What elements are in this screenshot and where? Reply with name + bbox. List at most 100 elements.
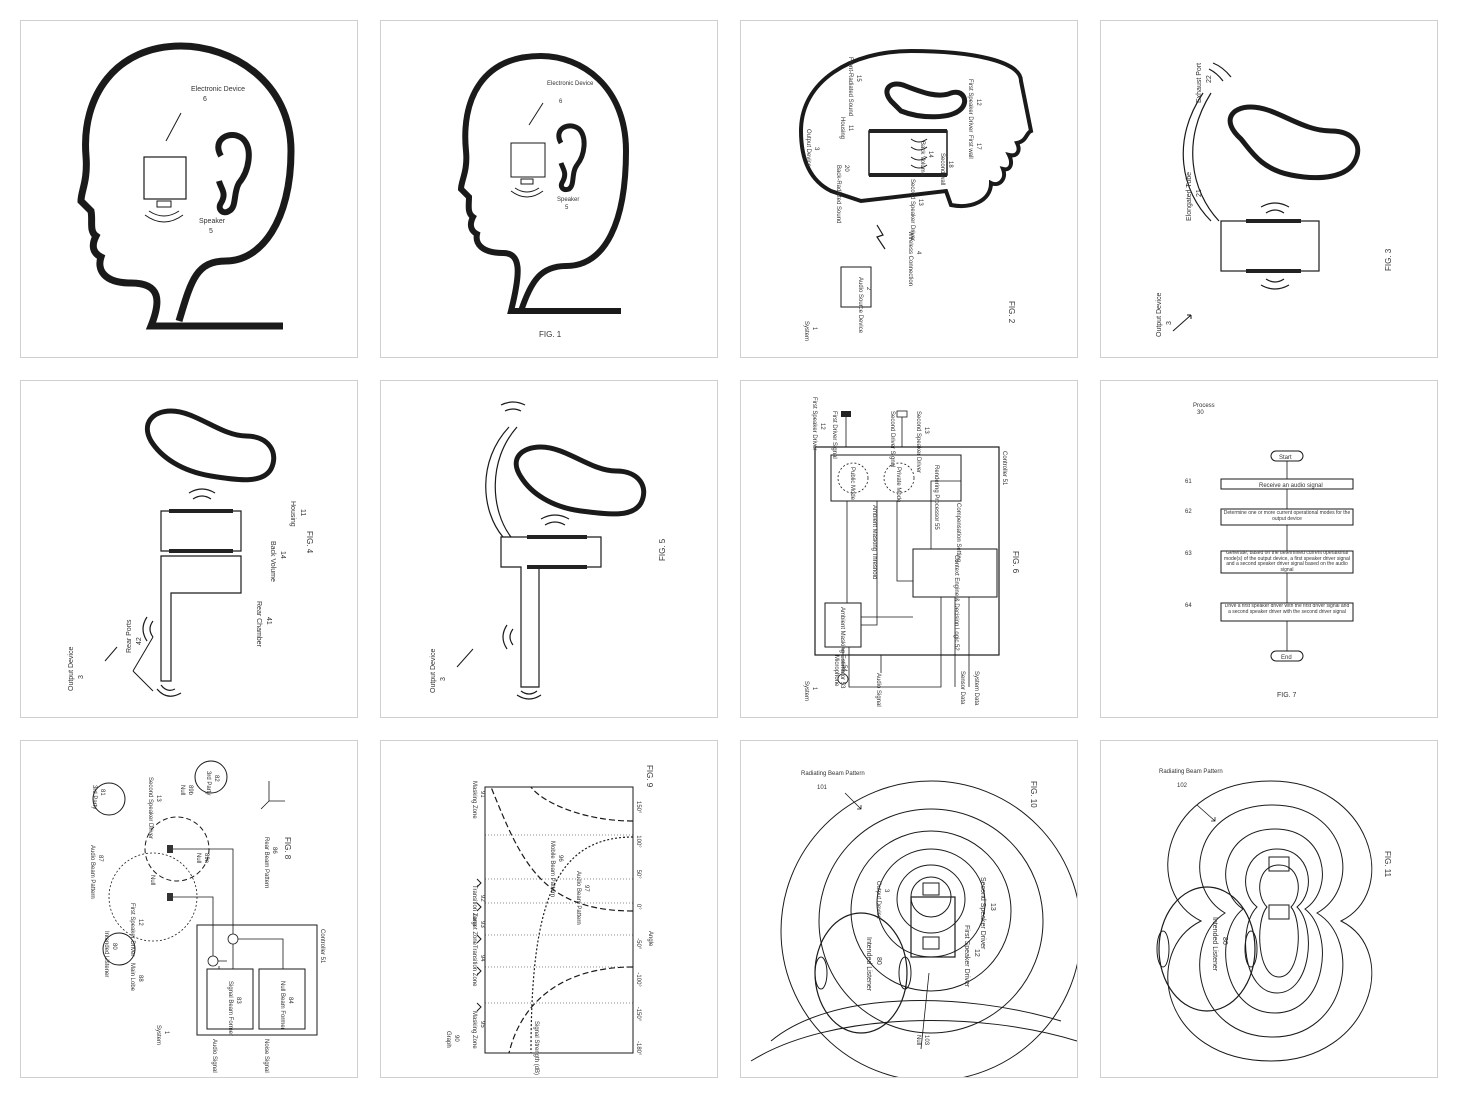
first-driver-label: First Speaker Driver (129, 903, 135, 956)
fig9-x-tick: -180° (635, 1041, 641, 1056)
output-num: 3 (1166, 321, 1173, 325)
fig-label: FIG. 10 (1029, 781, 1038, 808)
second-num: 13 (155, 795, 161, 802)
fig7-drawing: Process 30 Start 61 Receive an audio sig… (1185, 403, 1354, 699)
back-vol-num: 14 (279, 551, 286, 559)
device-label: Electronic Device (547, 81, 594, 87)
back-vol-num: 14 (927, 151, 933, 158)
s64-num: 64 (1185, 603, 1192, 609)
ambient-threshold-label: Ambient Masking Threshold (871, 505, 877, 579)
fig6-drawing: First Speaker Driver 12 First Driver Sig… (803, 397, 1020, 707)
null-a-num: 89a (203, 853, 209, 864)
null-a-label: Null (195, 853, 201, 863)
process-num: 30 (1197, 410, 1204, 416)
end-label: End (1281, 655, 1292, 661)
fig9-x-tick: 0° (635, 904, 641, 910)
first-num: 12 (975, 99, 981, 106)
fig-label: FIG. 8 (283, 837, 292, 860)
figure-tile-fig10[interactable]: Radiating Beam Pattern 101 Output Device… (740, 740, 1078, 1078)
first-driver-label: First Speaker Driver (967, 79, 973, 132)
compensator-label: Compensation Setting (955, 503, 961, 562)
fig-label: FIG. 5 (658, 538, 667, 561)
audio-num: 97 (583, 885, 589, 892)
figure-tile-fig6[interactable]: First Speaker Driver 12 First Driver Sig… (740, 380, 1078, 718)
figure-tile-fig5[interactable]: Output Device 3 FIG. 5 (380, 380, 718, 718)
output-num: 3 (78, 675, 85, 679)
head-device-drawing: Electronic Device 6 Speaker 5 (77, 42, 295, 330)
ambient-estimator-label: Ambient Masking Estimator 53 (839, 607, 845, 689)
figure-tile-fig1[interactable]: Electronic Device 6 Speaker 5 FIG. 1 (380, 20, 718, 358)
noise-signal-label: Noise Signal (263, 1039, 269, 1073)
second-num: 13 (923, 427, 929, 434)
back-volume-label: Back Volume (269, 541, 276, 582)
figure-tile-fig8[interactable]: 3rd Party 81 3rd Party 82 Second Speaker… (20, 740, 358, 1078)
figure-tile-fig4[interactable]: Housing 11 Back Volume 14 Rear Chamber 4… (20, 380, 358, 718)
housing-label: Housing (289, 501, 296, 527)
step1-label: Receive an audio signal (1259, 483, 1323, 489)
rear-chamber-label: Rear Chamber (255, 601, 262, 648)
fig4-drawing: Housing 11 Back Volume 14 Rear Chamber 4… (68, 408, 314, 697)
masking-zone-label: Masking Zone (471, 781, 477, 819)
intended-num: 80 (111, 943, 117, 950)
second-num: 13 (917, 199, 923, 206)
private-mode-label: Private Mode (895, 467, 901, 503)
fig-label: FIG. 11 (1383, 851, 1392, 878)
beam-num: 87 (97, 855, 103, 862)
null-b-num: 89b (187, 785, 193, 796)
masking2-label: Masking Zone (471, 1011, 477, 1049)
user-data-label: System Data (973, 671, 979, 706)
figure-tile-fig11[interactable]: Radiating Beam Pattern 102 Intended List… (1100, 740, 1438, 1078)
second-driver-label: Second Speaker Driver (909, 179, 915, 241)
main-lobe-label: Main Lobe (129, 963, 135, 992)
signal-strength-label: Signal Strength (dB) (533, 1021, 539, 1075)
device-num: 6 (559, 99, 563, 105)
housing-label: Housing (839, 117, 845, 139)
rendering-label: Rendering Processor 55 (933, 465, 939, 530)
front-num: 15 (855, 75, 861, 82)
fig9-x-tick: 100° (635, 835, 641, 848)
system-num: 1 (163, 1031, 169, 1035)
wireless-label: Wireless Connection (907, 231, 913, 286)
figure-tile-fig7[interactable]: Process 30 Start 61 Receive an audio sig… (1100, 380, 1438, 718)
back-num: 20 (843, 165, 849, 172)
transition2-num: 94 (479, 955, 485, 962)
system-label: System (803, 681, 809, 701)
second-signal-label: Second Driver Signal (889, 411, 895, 467)
fig9-x-tick-label: 100° (635, 835, 641, 848)
figure-tile-fig3[interactable]: Exhaust Port 22 Elongated Tube 21 Output… (1100, 20, 1438, 358)
second-driver-label: Second Speaker Driver (979, 877, 986, 950)
source-label: Audio Source Device (857, 277, 863, 334)
rear-beam-label: Rear Beam Pattern (263, 837, 269, 888)
figure-tile-fig2[interactable]: Output Device 3 Front-Radiated Sound 15 … (740, 20, 1078, 358)
rear-num: 86 (271, 847, 277, 854)
fig-label: FIG. 2 (1007, 301, 1016, 324)
output-label: Output Device (68, 647, 75, 691)
fig9-x-tick: -150° (635, 1007, 641, 1022)
s62-num: 62 (1185, 509, 1192, 515)
step4-label: Drive a first speaker driver with the fi… (1224, 604, 1350, 615)
first-num: 12 (819, 423, 825, 430)
fig9-x-tick-label: -150° (635, 1007, 641, 1022)
signal-former-label: Signal Beam Former (227, 981, 233, 1036)
third2-num: 82 (213, 775, 219, 782)
first-num: 12 (973, 949, 980, 957)
public-mode-label: Public Mode (849, 467, 855, 501)
fig9-x-tick-label: 0° (635, 904, 641, 910)
figure-tile-fig9[interactable]: Masking Zone 91 Transition Zone 92 Targe… (380, 740, 718, 1078)
first-driver-label: First Speaker Driver (811, 397, 817, 450)
fig9-x-tick: 150° (635, 801, 641, 814)
figure-tile-head-device[interactable]: Electronic Device 6 Speaker 5 (20, 20, 358, 358)
first-wall-label: First wall (967, 135, 973, 159)
radiating-label: Radiating Beam Pattern (801, 771, 865, 777)
microphone-label: Microphone (833, 655, 839, 687)
controller-label: Controller 51 (1001, 451, 1007, 486)
system-num: 1 (811, 327, 817, 331)
output-label: Output Device (1156, 293, 1163, 337)
graph-num: 90 (453, 1035, 459, 1042)
null-label: Null (915, 1035, 921, 1045)
tube-label: Elongated Tube (1186, 172, 1193, 221)
fig9-x-tick: -100° (635, 972, 641, 987)
transition1-num: 92 (479, 895, 485, 902)
fig5-drawing: Output Device 3 FIG. 5 (430, 401, 667, 700)
system-label: System (803, 321, 809, 341)
